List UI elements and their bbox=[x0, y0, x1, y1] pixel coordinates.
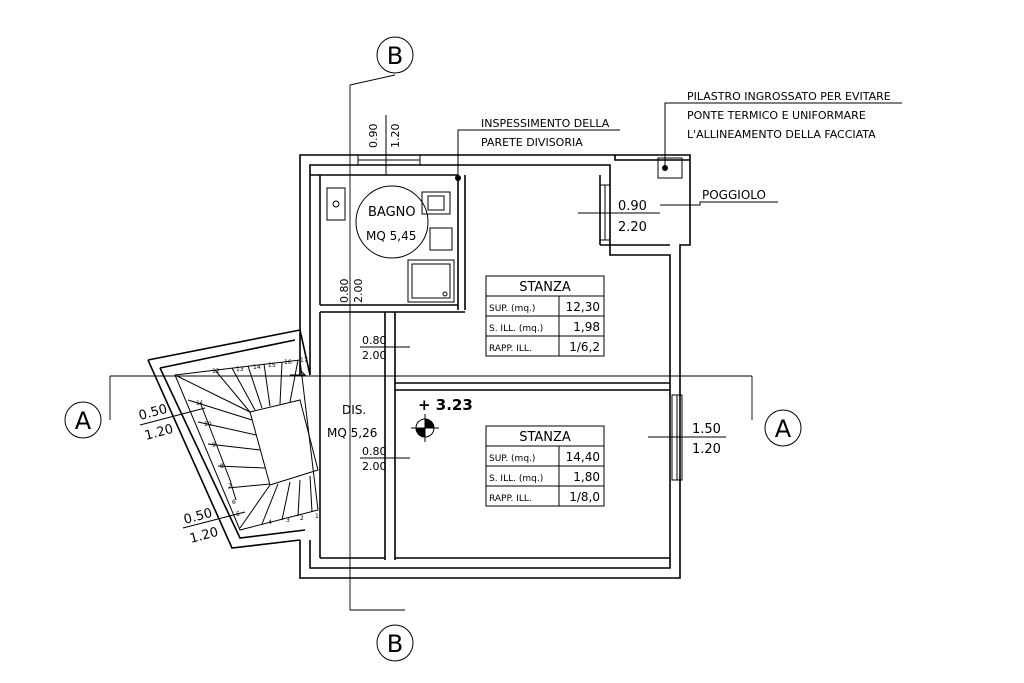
dimension-labels: 0.90 1.20 0.80 2.00 0.80 2.00 0.80 2.00 … bbox=[137, 115, 726, 547]
axis-a-right-marker bbox=[764, 409, 802, 447]
stair-num-2: 2 bbox=[300, 515, 304, 522]
stanza-bottom-row3-value: 1/8,0 bbox=[569, 490, 600, 504]
dis-door-top-h: 2.00 bbox=[362, 349, 387, 362]
stanza-window-h: 1.20 bbox=[692, 442, 721, 457]
stanza-window-w: 1.50 bbox=[692, 422, 721, 437]
stanza-top-table: STANZA SUP. (mq.) 12,30 S. ILL. (mq.) 1,… bbox=[485, 275, 605, 357]
pilastro-note-line2: PONTE TERMICO E UNIFORMARE bbox=[687, 109, 866, 122]
poggiolo-label: POGGIOLO bbox=[702, 188, 766, 202]
dis-door-top-w: 0.80 bbox=[362, 334, 387, 347]
bagno-name: BAGNO bbox=[368, 205, 416, 220]
axis-b-bottom-marker bbox=[376, 624, 414, 662]
inspessimento-note-line1: INSPESSIMENTO DELLA bbox=[481, 117, 610, 130]
stanza-bottom-table: STANZA SUP. (mq.) 14,40 S. ILL. (mq.) 1,… bbox=[485, 425, 605, 507]
stair-window-bottom-h: 1.20 bbox=[188, 525, 220, 547]
stair-num-6: 6 bbox=[232, 499, 236, 506]
axis-a-right-label: A bbox=[775, 415, 792, 443]
bidet-fixture bbox=[421, 191, 451, 215]
bagno-door-w: 0.80 bbox=[338, 279, 351, 304]
dis-door-bottom-h: 2.00 bbox=[362, 460, 387, 473]
stanza-top-title: STANZA bbox=[519, 280, 571, 295]
stair-num-13: 13 bbox=[236, 366, 244, 373]
inspessimento-note-line2: PARETE DIVISORIA bbox=[481, 136, 583, 149]
stair-num-9: 9 bbox=[212, 442, 216, 449]
stair-window-top-w: 0.50 bbox=[137, 402, 169, 424]
stanza-bottom-title: STANZA bbox=[519, 430, 571, 445]
stanza-bottom-row2-value: 1,80 bbox=[573, 470, 600, 484]
room-labels: BAGNO MQ 5,45 DIS. MQ 5,26 bbox=[327, 205, 416, 440]
stair-num-17: 17 bbox=[300, 357, 308, 364]
bathroom-fixtures bbox=[326, 185, 455, 303]
wc-fixture bbox=[429, 227, 453, 251]
stair-num-7: 7 bbox=[228, 483, 232, 490]
bagno-area: MQ 5,45 bbox=[366, 229, 416, 243]
section-axes: B B A A bbox=[64, 36, 802, 662]
stair-window-bottom-w: 0.50 bbox=[182, 506, 214, 528]
stair-num-8: 8 bbox=[220, 463, 224, 470]
stanza-top-row3-label: RAPP. ILL. bbox=[489, 344, 532, 354]
stair-num-12: 12 bbox=[212, 368, 220, 375]
stanza-bottom-row2-label: S. ILL. (mq.) bbox=[489, 474, 543, 484]
dis-area: MQ 5,26 bbox=[327, 426, 377, 440]
stair-num-1: 1 bbox=[315, 513, 319, 520]
bagno-window-w: 0.90 bbox=[367, 124, 380, 149]
stair-num-16: 16 bbox=[284, 359, 292, 366]
annotations: PILASTRO INGROSSATO PER EVITARE PONTE TE… bbox=[457, 90, 902, 206]
stair-num-4: 4 bbox=[268, 519, 272, 526]
poggiolo-door-w: 0.90 bbox=[618, 199, 647, 214]
pilastro-note-line1: PILASTRO INGROSSATO PER EVITARE bbox=[687, 90, 891, 103]
level-value: + 3.23 bbox=[418, 396, 473, 414]
stair-num-15: 15 bbox=[268, 362, 276, 369]
staircase: 12 13 14 15 16 17 11 10 9 8 7 6 5 4 3 2 … bbox=[147, 329, 319, 549]
axis-b-top-marker bbox=[376, 36, 414, 74]
dis-door-bottom-w: 0.80 bbox=[362, 445, 387, 458]
stanza-bottom-row3-label: RAPP. ILL. bbox=[489, 494, 532, 504]
stair-window-top-h: 1.20 bbox=[143, 422, 175, 444]
stanza-top-row1-value: 12,30 bbox=[566, 300, 600, 314]
bagno-door-h: 2.00 bbox=[352, 279, 365, 304]
dis-name: DIS. bbox=[342, 403, 366, 417]
axis-a-left-label: A bbox=[75, 407, 92, 435]
axis-b-bottom-label: B bbox=[387, 630, 403, 658]
axis-a-left-marker bbox=[64, 401, 102, 439]
stair-num-3: 3 bbox=[286, 517, 290, 524]
stair-num-5: 5 bbox=[236, 511, 240, 518]
stanza-top-row3-value: 1/6,2 bbox=[569, 340, 600, 354]
walls bbox=[299, 154, 691, 579]
stanza-top-row2-value: 1,98 bbox=[573, 320, 600, 334]
level-marker: + 3.23 bbox=[411, 396, 473, 442]
poggiolo-door-h: 2.20 bbox=[618, 220, 647, 235]
pilastro-note-line3: L'ALLINEAMENTO DELLA FACCIATA bbox=[687, 128, 876, 141]
stanza-top-row1-label: SUP. (mq.) bbox=[489, 304, 535, 314]
axis-b-top-label: B bbox=[387, 42, 403, 70]
sink-fixture bbox=[326, 187, 346, 221]
stair-num-11: 11 bbox=[196, 400, 204, 407]
stanza-bottom-row1-label: SUP. (mq.) bbox=[489, 454, 535, 464]
stanza-top-row2-label: S. ILL. (mq.) bbox=[489, 324, 543, 334]
stair-num-14: 14 bbox=[253, 364, 261, 371]
shower-fixture bbox=[407, 259, 455, 303]
stair-num-10: 10 bbox=[204, 421, 212, 428]
stanza-bottom-row1-value: 14,40 bbox=[566, 450, 600, 464]
bagno-window-h: 1.20 bbox=[389, 124, 402, 149]
